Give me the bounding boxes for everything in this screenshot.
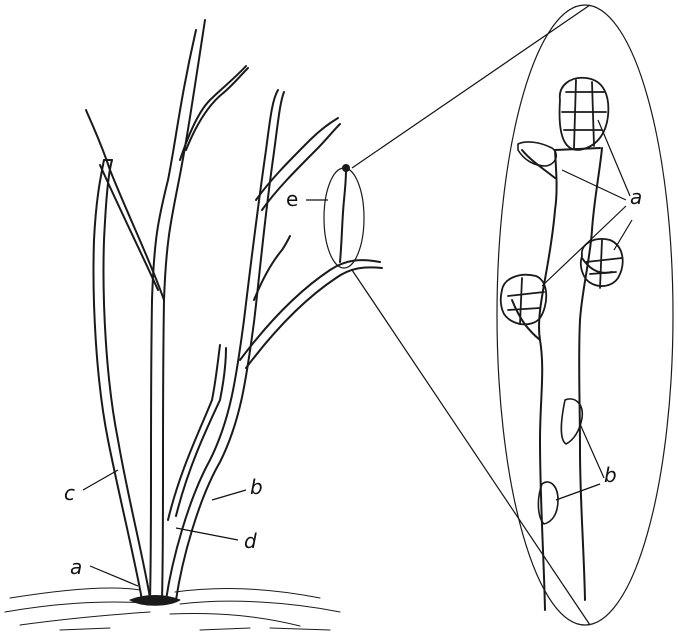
bud-side <box>518 142 556 166</box>
label-e: e <box>286 187 298 211</box>
label-d: d <box>244 529 257 553</box>
label-a-left: a <box>70 555 82 579</box>
left-stem <box>94 160 150 600</box>
label-b-left: b <box>250 475 263 499</box>
label-b-detail: b <box>604 463 617 487</box>
bud-top <box>560 78 609 150</box>
label-c: c <box>64 481 75 505</box>
right-stem <box>166 90 340 600</box>
small-oval <box>324 168 364 268</box>
central-stem <box>86 20 248 600</box>
label-a-detail: a <box>630 185 642 209</box>
detail-callout <box>324 5 673 625</box>
ground <box>5 588 340 630</box>
left-leaders <box>83 200 328 586</box>
large-oval <box>497 5 673 625</box>
magnified-twig <box>512 148 612 610</box>
branch-e <box>240 165 382 368</box>
